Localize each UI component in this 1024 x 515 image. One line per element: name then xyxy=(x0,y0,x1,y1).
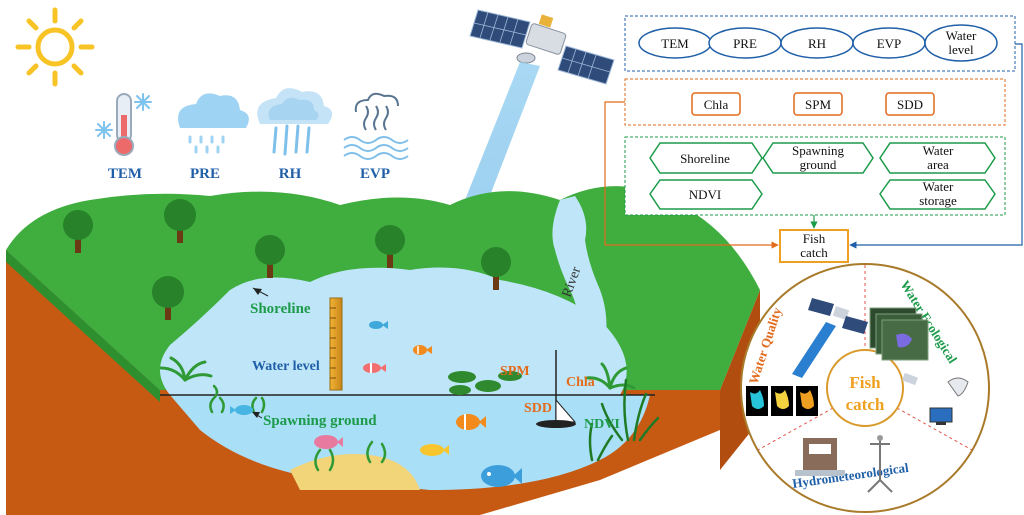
svg-text:SDD: SDD xyxy=(897,97,923,112)
rh-label: RH xyxy=(279,166,302,182)
satellite-icon xyxy=(469,9,615,85)
pre-label: PRE xyxy=(190,166,220,182)
sun-icon xyxy=(15,7,95,87)
quality-map-thumbnails xyxy=(746,386,818,416)
eco-water-storage-2: storage xyxy=(919,193,957,208)
tree-icons xyxy=(63,199,511,320)
eco-indicators xyxy=(649,142,996,210)
svg-text:RH: RH xyxy=(808,36,826,51)
fish-catch-line2: catch xyxy=(800,245,828,260)
river xyxy=(552,196,607,355)
eco-spawning-2: ground xyxy=(800,157,837,172)
eco-spawning-1: Spawning xyxy=(792,143,845,158)
water-level-label: Water level xyxy=(252,359,320,374)
seaweed-icon xyxy=(209,384,387,472)
lake-surface xyxy=(160,267,627,395)
svg-text:SPM: SPM xyxy=(805,97,831,112)
evp-label: EVP xyxy=(360,166,390,182)
circle-center-line1: Fish xyxy=(849,373,881,392)
eco-image-stack xyxy=(869,307,929,361)
secchi-disk-icon xyxy=(536,350,577,428)
spawning-ground-label: Spawning ground xyxy=(263,413,377,429)
evaporation-icon xyxy=(343,92,409,160)
svg-text:PRE: PRE xyxy=(733,36,757,51)
spm-label: SPM xyxy=(500,364,530,379)
fish-catch-line1: Fish xyxy=(803,231,826,246)
lily-pad-icons xyxy=(448,371,522,395)
svg-text:Water: Water xyxy=(946,28,977,43)
eco-water-storage-1: Water xyxy=(923,179,954,194)
svg-text:level: level xyxy=(948,42,974,57)
chla-label: Chla xyxy=(566,375,595,390)
svg-text:EVP: EVP xyxy=(877,36,902,51)
quality-indicators: Chla SPM SDD xyxy=(691,92,935,116)
hydromet-station-icon xyxy=(795,435,893,493)
palm-plant-icon xyxy=(159,356,636,390)
eco-ndvi: NDVI xyxy=(689,187,722,202)
rain-cloud-icon xyxy=(178,93,249,154)
fish-icons xyxy=(230,321,522,487)
fish-catch-box xyxy=(779,229,849,263)
circle-center-line2: catch xyxy=(846,395,885,414)
small-satellite-icon xyxy=(792,298,868,378)
humidity-cloud-icon xyxy=(257,88,333,156)
eco-shoreline: Shoreline xyxy=(680,151,730,166)
sdd-label: SDD xyxy=(524,401,552,416)
ndvi-label: NDVI xyxy=(584,417,620,432)
thermometer-icon xyxy=(95,93,152,156)
tem-label: TEM xyxy=(108,166,142,182)
meteo-to-catch-arrow xyxy=(849,43,1023,249)
reed-plant-icon xyxy=(588,378,660,462)
eco-water-area-1: Water xyxy=(923,143,954,158)
shoreline-label: Shoreline xyxy=(250,301,311,317)
ground-station-icon xyxy=(902,372,969,425)
svg-text:TEM: TEM xyxy=(661,36,689,51)
water-level-gauge-icon xyxy=(329,297,343,391)
eco-water-area-2: area xyxy=(927,157,949,172)
quality-to-catch-arrow xyxy=(604,101,779,249)
svg-text:Chla: Chla xyxy=(704,97,729,112)
meteo-indicators: TEM PRE RH EVP Water level xyxy=(638,24,998,62)
